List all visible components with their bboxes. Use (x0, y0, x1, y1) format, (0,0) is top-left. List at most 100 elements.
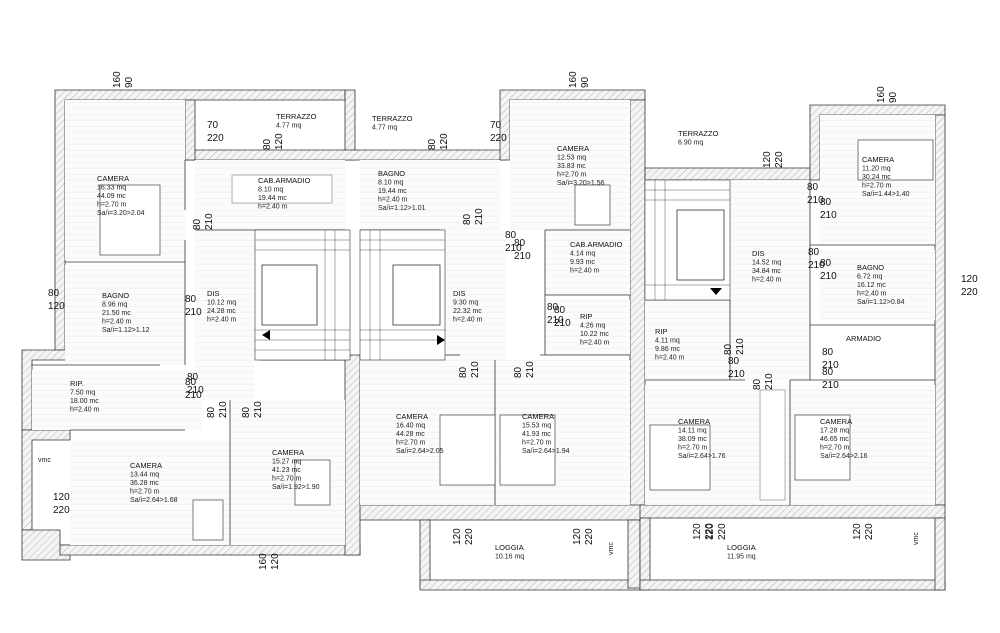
vmc-label-1: vmc (38, 457, 51, 464)
dimension-value: 90 (888, 91, 899, 103)
room-label-line: h=2.40 m (453, 317, 483, 324)
dimension-value: 90 (580, 76, 591, 88)
dimension-value: 80 (554, 305, 566, 316)
dimension-value: 220 (864, 523, 875, 540)
room-label-line: Sa/i=2.64>2.16 (820, 453, 868, 460)
dimension-value: 80 (462, 213, 473, 225)
dimension-value: 210 (822, 360, 839, 371)
room-label-line: 4.14 mq (570, 251, 595, 258)
room-label-line: 19.44 mc (378, 188, 407, 195)
room-label-line: 4.77 mq (276, 123, 301, 130)
room-label-line: 4.11 mq (655, 338, 680, 345)
dimension-value: 80 (48, 288, 60, 299)
dimension-value: 80 (185, 377, 197, 388)
room-label-line: RIP. (70, 379, 84, 388)
room-label-line: 4.26 mq (580, 323, 605, 330)
room-label-line: 10.12 mq (207, 300, 236, 307)
room-label-line: 8.96 mq (102, 302, 127, 309)
room-label-line: h=2.70 m (820, 445, 850, 452)
dimension-value: 160 (876, 86, 887, 103)
room-label-line: 12.53 mq (557, 155, 586, 162)
room-label-line: 9.93 mc (570, 259, 595, 266)
room-label-line: CAMERA (678, 417, 710, 426)
room-label-line: h=2.40 m (655, 355, 685, 362)
dimension-value: 210 (728, 369, 745, 380)
furniture (99, 139, 934, 541)
dimension-value: 210 (470, 361, 481, 378)
room-label-line: RIP (580, 312, 593, 321)
vmc-markers: vmc vmc vmc (38, 457, 920, 555)
vmc-label-2: vmc (608, 542, 615, 555)
dimension-value: 210 (218, 401, 229, 418)
staircase-right (644, 179, 731, 301)
dimension-value: 80 (206, 406, 217, 418)
room-label-line: BAGNO (102, 291, 129, 300)
room-label-line: h=2.70 m (396, 440, 426, 447)
room-label-line: 14.11 mq (678, 428, 707, 435)
dimension-value: 220 (584, 528, 595, 545)
room-label-line: Sa/i=2.64>1.68 (130, 497, 178, 504)
dimension-value: 220 (490, 133, 507, 144)
room-label-line: LOGGIA (727, 543, 756, 552)
room-label-line: CAMERA (272, 448, 304, 457)
room-label-line: BAGNO (857, 263, 884, 272)
room-label-line: Sa/i=1.44>1.40 (862, 191, 910, 198)
dimension-value: 120 (852, 523, 863, 540)
room-label-line: 11.95 mq (727, 554, 756, 561)
dimension-value: 160 (568, 71, 579, 88)
dimension-value: 80 (192, 218, 203, 230)
room-label-line: h=2.40 m (752, 277, 782, 284)
room-label-line: 19.44 mc (258, 195, 287, 202)
room-label-line: 4.77 mq (372, 125, 397, 132)
room-label-line: CAMERA (522, 412, 554, 421)
dimension-value: 120 (762, 151, 773, 168)
room-label-line: Sa/i=3.20>2.04 (97, 210, 145, 217)
room-label-line: DIS (752, 249, 765, 258)
dimension-value: 210 (514, 251, 531, 262)
room-label-line: h=2.70 m (97, 202, 127, 209)
room-label-line: 16.12 mc (857, 282, 886, 289)
dimension-value: 210 (525, 361, 536, 378)
dimension-value: 80 (458, 366, 469, 378)
room-label-line: DIS (207, 289, 220, 298)
room-label-line: Sa/i=3.20>1.56 (557, 180, 605, 187)
room-label-line: 24.28 mc (207, 308, 236, 315)
dimension-value: 80 (723, 343, 734, 355)
dimension-value: 210 (505, 243, 522, 254)
dimension-value: 210 (822, 380, 839, 391)
room-label-line: 41.93 mc (522, 431, 551, 438)
dimension-value: 210 (185, 307, 202, 318)
dimension-value: 120 (452, 528, 463, 545)
room-label-line: h=2.40 m (102, 319, 132, 326)
dimension-value: 220 (53, 505, 70, 516)
room-label-line: h=2.40 m (70, 407, 100, 414)
dimension-value: 120 (572, 528, 583, 545)
room-label-line: 8.10 mq (378, 180, 403, 187)
